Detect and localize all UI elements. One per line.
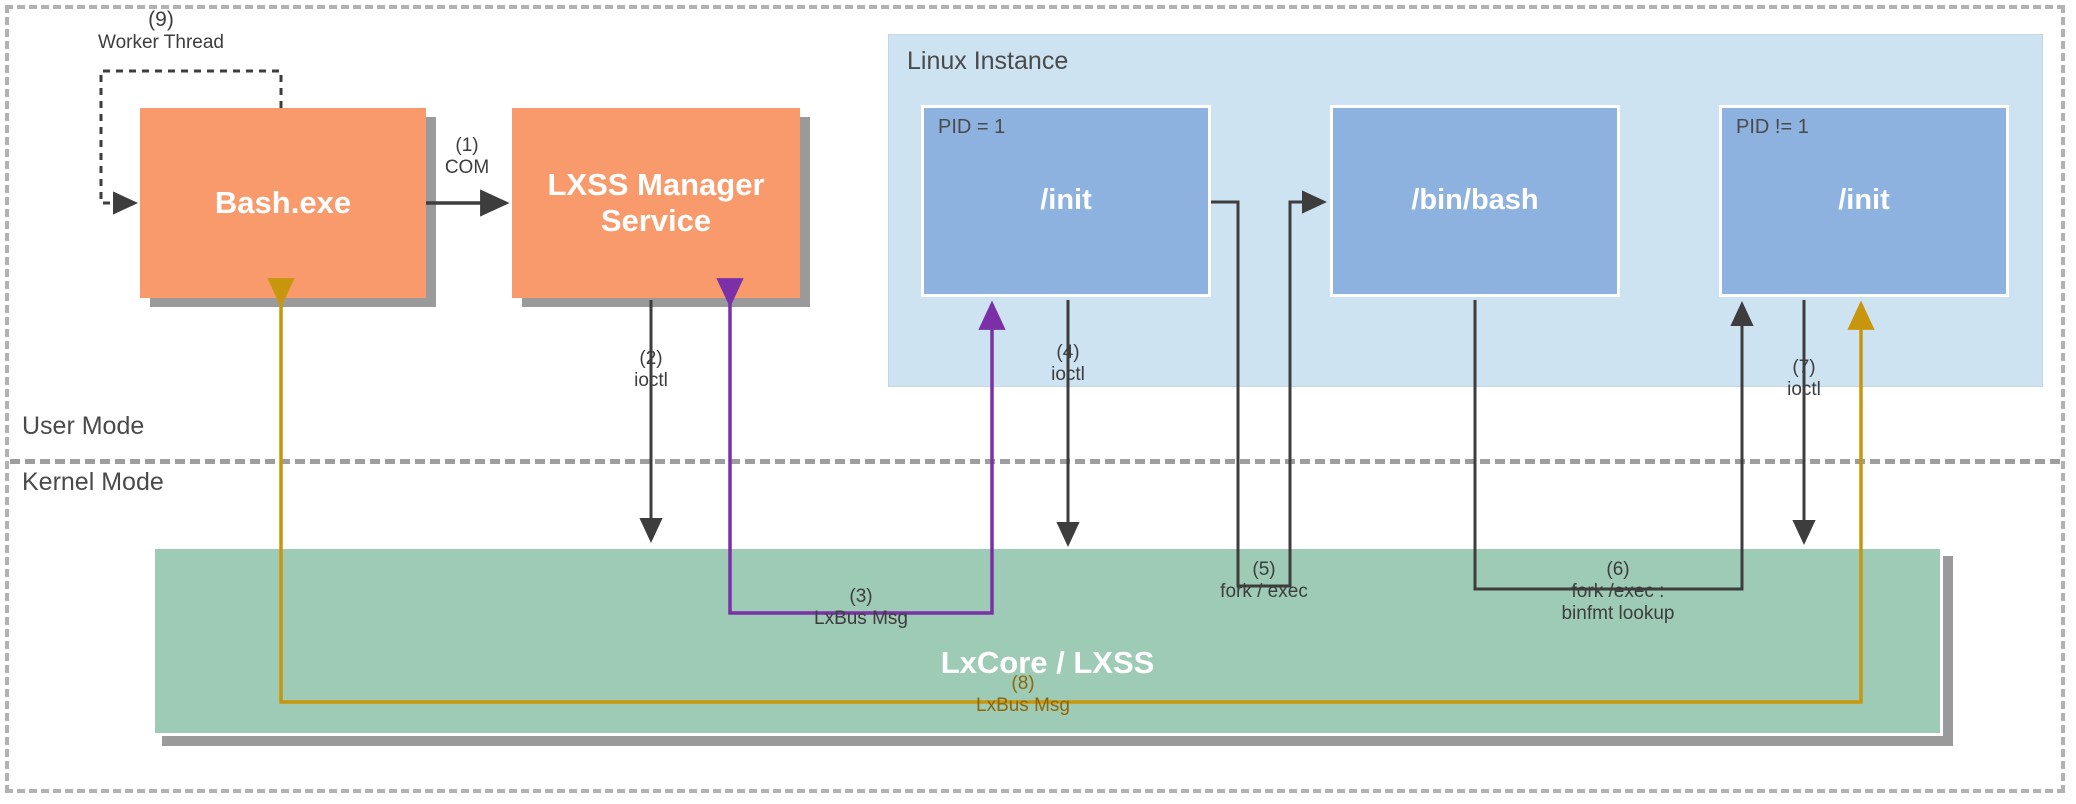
- edge-7-label: (7) ioctl: [1764, 357, 1844, 401]
- node-init-pid-not1[interactable]: PID != 1 /init: [1719, 105, 2009, 297]
- node-init-pid-not1-label: /init: [1838, 184, 1890, 217]
- node-bin-bash-label: /bin/bash: [1411, 184, 1539, 217]
- edge-6-label: (6) fork /exec : binfmt lookup: [1548, 559, 1688, 625]
- user-kernel-mode-divider: [10, 459, 2060, 464]
- edge-9-text: Worker Thread: [97, 32, 224, 53]
- edge-3-label: (3) LxBus Msg: [801, 586, 921, 630]
- user-mode-label: User Mode: [22, 412, 145, 440]
- edge-6-text-1: fork /exec :: [1571, 581, 1665, 602]
- edge-5-number: (5): [1252, 559, 1276, 580]
- edge-1-text: COM: [444, 157, 490, 178]
- edge-4-label: (4) ioctl: [1028, 342, 1108, 386]
- edge-4-number: (4): [1056, 342, 1080, 363]
- edge-8-label: (8) LxBus Msg: [963, 673, 1083, 717]
- edge-3-text: LxBus Msg: [814, 608, 908, 629]
- node-bash-exe-label: Bash.exe: [214, 185, 352, 221]
- node-bin-bash[interactable]: /bin/bash: [1330, 105, 1620, 297]
- linux-instance-label: Linux Instance: [907, 47, 1069, 75]
- node-init-pid1-label: /init: [1040, 184, 1092, 217]
- edge-5-label: (5) fork / exec: [1204, 559, 1324, 603]
- kernel-mode-label: Kernel Mode: [22, 468, 164, 496]
- edge-7-text: ioctl: [1787, 379, 1821, 400]
- edge-5-text: fork / exec: [1220, 581, 1308, 602]
- edge-2-label: (2) ioctl: [611, 348, 691, 392]
- outer-dashed-frame: [5, 5, 2065, 793]
- edge-7-number: (7): [1792, 357, 1816, 378]
- node-lxss-manager-label-line1: LXSS Manager: [547, 167, 765, 203]
- node-init-pid1[interactable]: PID = 1 /init: [921, 105, 1211, 297]
- edge-8-number: (8): [1011, 673, 1035, 694]
- edge-6-text-2: binfmt lookup: [1561, 603, 1675, 624]
- edge-9-number: (9): [148, 8, 174, 31]
- edge-1-number: (1): [455, 135, 479, 156]
- node-init-pid1-badge: PID = 1: [938, 116, 1006, 138]
- node-bash-exe[interactable]: Bash.exe: [140, 108, 426, 298]
- edge-9-label: (9) Worker Thread: [61, 8, 261, 54]
- edge-3-number: (3): [849, 586, 873, 607]
- edge-2-number: (2): [639, 348, 663, 369]
- edge-4-text: ioctl: [1051, 364, 1085, 385]
- edge-1-label: (1) COM: [427, 135, 507, 179]
- edge-8-text: LxBus Msg: [976, 695, 1070, 716]
- edge-2-text: ioctl: [634, 370, 668, 391]
- node-lxss-manager-label-line2: Service: [600, 203, 712, 238]
- node-lxss-manager-service[interactable]: LXSS Manager Service: [512, 108, 800, 298]
- edge-6-number: (6): [1606, 559, 1630, 580]
- node-init-pid-not1-badge: PID != 1: [1736, 116, 1809, 138]
